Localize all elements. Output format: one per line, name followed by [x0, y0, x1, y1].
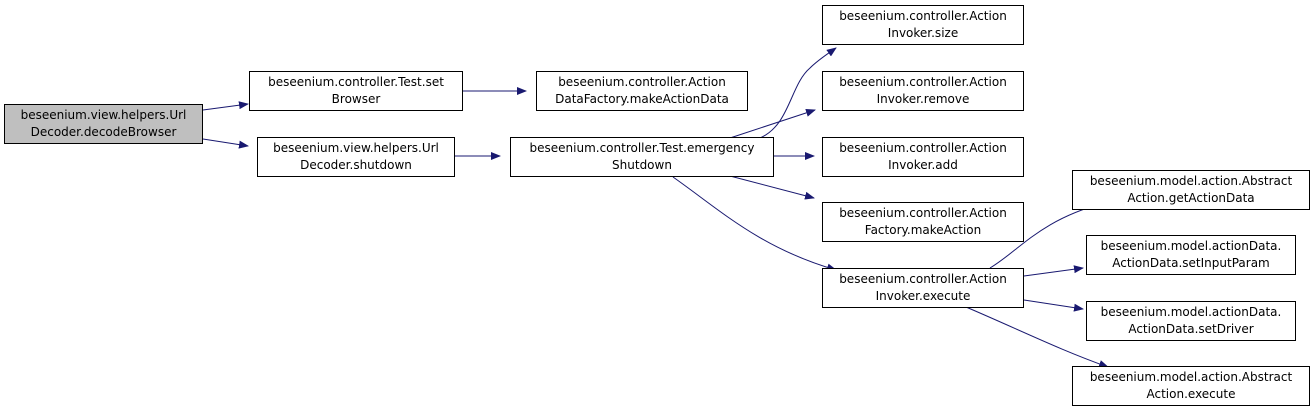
node-label-line2: Invoker.size [887, 26, 959, 40]
node-actioninvoker-remove[interactable]: beseenium.controller.Action Invoker.remo… [822, 71, 1024, 111]
node-label-line1: beseenium.view.helpers.Url [273, 141, 439, 155]
node-label-line2: ActionData.setDriver [1128, 322, 1254, 336]
edge-execute-setinputparam [1023, 265, 1084, 277]
node-actionfactory-makeaction[interactable]: beseenium.controller.Action Factory.make… [822, 202, 1024, 242]
node-label-line2: Decoder.shutdown [300, 158, 412, 172]
node-actiondatafactory-makeactiondata[interactable]: beseenium.controller.Action DataFactory.… [536, 71, 748, 111]
node-label-line2: ActionData.setInputParam [1112, 256, 1270, 270]
edge-emergency-remove [729, 109, 816, 139]
node-actioninvoker-execute[interactable]: beseenium.controller.Action Invoker.exec… [822, 268, 1024, 308]
edge-emergency-size [759, 47, 837, 139]
node-label-line1: beseenium.controller.Action [839, 75, 1007, 89]
node-label-line1: beseenium.model.actionData. [1100, 239, 1282, 253]
node-label-line2: Invoker.execute [875, 289, 971, 303]
node-label-line2: Factory.makeAction [864, 223, 982, 237]
node-label-line2: Invoker.remove [876, 92, 970, 106]
node-abstractaction-execute[interactable]: beseenium.model.action.Abstract Action.e… [1072, 366, 1310, 406]
node-actioninvoker-add[interactable]: beseenium.controller.Action Invoker.add [822, 137, 1024, 177]
node-label-line2: Action.getActionData [1127, 191, 1255, 205]
node-label-line2: Browser [331, 92, 381, 106]
node-label-line1: beseenium.model.action.Abstract [1089, 174, 1293, 188]
edge-decodebrowser-setbrowser [202, 101, 249, 111]
node-label-line2: Invoker.add [888, 158, 958, 172]
node-label-line1: beseenium.view.helpers.Url [20, 108, 187, 122]
node-label-line1: beseenium.controller.Action [839, 206, 1007, 220]
node-label-line1: beseenium.model.actionData. [1100, 305, 1282, 319]
edge-execute-setdriver [1023, 299, 1084, 312]
node-actioninvoker-size[interactable]: beseenium.controller.Action Invoker.size [822, 5, 1024, 45]
edge-decodebrowser-shutdown [202, 138, 249, 149]
node-label-line2: Decoder.decodeBrowser [30, 125, 177, 139]
node-abstractaction-getactiondata[interactable]: beseenium.model.action.Abstract Action.g… [1072, 170, 1310, 210]
node-actiondata-setinputparam[interactable]: beseenium.model.actionData. ActionData.s… [1086, 235, 1296, 275]
node-label-line1: beseenium.controller.Action [839, 9, 1007, 23]
node-actiondata-setdriver[interactable]: beseenium.model.actionData. ActionData.s… [1086, 301, 1296, 341]
node-label-line1: beseenium.model.action.Abstract [1089, 370, 1293, 384]
node-label-line1: beseenium.controller.Test.emergency [529, 141, 755, 155]
edge-emergency-makeaction [729, 175, 815, 200]
node-label-line2: DataFactory.makeActionData [555, 92, 729, 106]
node-label-line1: beseenium.controller.Action [558, 75, 726, 89]
node-label-line1: beseenium.controller.Action [839, 272, 1007, 286]
node-label-line2: Shutdown [612, 158, 672, 172]
node-test-setbrowser[interactable]: beseenium.controller.Test.set Browser [249, 71, 463, 111]
node-label-line1: beseenium.controller.Action [839, 141, 1007, 155]
node-label-line2: Action.execute [1146, 387, 1236, 401]
node-label-line1: beseenium.controller.Test.set [268, 75, 444, 89]
edge-emergency-execute [672, 176, 837, 272]
node-urldecoder-decodebrowser: beseenium.view.helpers.Url Decoder.decod… [4, 104, 203, 144]
edge-execute-abstractexecute [965, 306, 1109, 368]
node-test-emergencyshutdown[interactable]: beseenium.controller.Test.emergency Shut… [510, 137, 774, 177]
node-urldecoder-shutdown[interactable]: beseenium.view.helpers.Url Decoder.shutd… [257, 137, 455, 177]
